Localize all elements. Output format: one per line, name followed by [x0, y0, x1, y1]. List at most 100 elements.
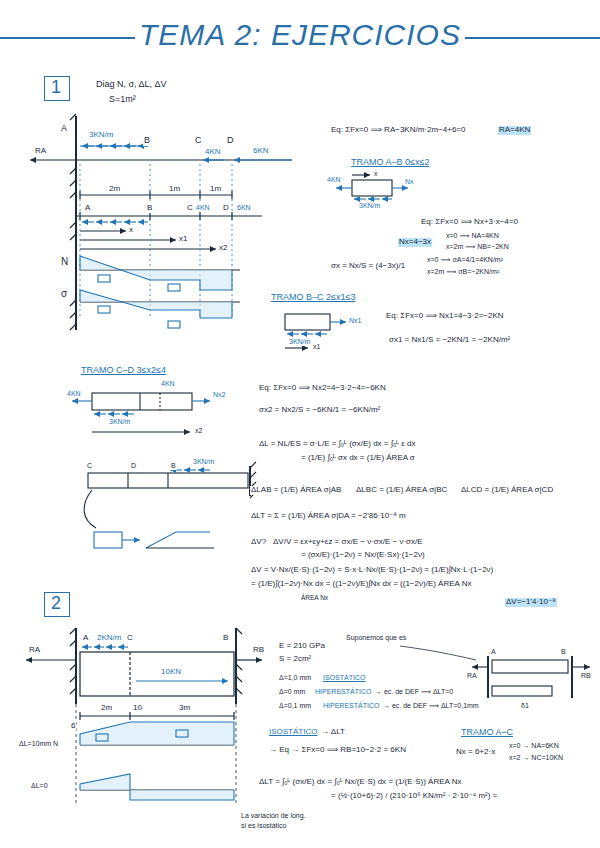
sketch-path [80, 722, 234, 745]
sketch-path [184, 469, 196, 470]
sketch-line [462, 37, 600, 39]
note-text: σx2 = Nx2/S = −6KN/1 = −6KN/m² [258, 406, 381, 415]
note-text: x [128, 226, 134, 235]
sketch-path [76, 212, 262, 220]
note-text: 2m [100, 704, 113, 713]
sketch-path [80, 145, 148, 146]
sketch-g [26, 628, 262, 806]
note-text: C [86, 462, 93, 470]
note-text: C [126, 634, 134, 643]
note-text: 6KN [236, 204, 252, 212]
note-text: 4KN [204, 148, 222, 157]
note-text: 10KN [160, 668, 182, 677]
sketch-path [110, 221, 122, 222]
sketch-rect [492, 686, 552, 696]
note-text: Eq: ΣFx=0 ⟹ Nx2=4−3·2−4=−6KN [258, 384, 387, 393]
section-heading: ISOSTÁTICO [322, 674, 366, 682]
sketch-path [72, 400, 92, 401]
sketch-rect [176, 730, 188, 737]
sketch-path [80, 164, 232, 318]
section-number: 1 [51, 78, 61, 98]
sketch-line [139, 393, 140, 410]
note-text: Suponemos que es [345, 634, 407, 642]
sketch-g [72, 401, 210, 414]
sketch-path [70, 628, 76, 694]
note-text: 4KN [326, 176, 342, 184]
note-text: B [170, 462, 177, 470]
sketch-path [572, 666, 590, 667]
note-text: Eq: ΣFx=0 ⟹ Nx+3·x−4=0 [420, 218, 519, 227]
note-text: 6KN [252, 147, 270, 156]
sketch-path [80, 774, 234, 800]
sketch-path [96, 145, 108, 146]
note-text: = (1/E) ∫₀ᴸ σx dx = (1/E) ÁREA σ [300, 454, 416, 463]
highlighted-result: RA=4KN [498, 126, 531, 135]
sketch-path [96, 221, 108, 222]
note-text: Nx1 [348, 317, 362, 325]
sketch-path [368, 198, 380, 199]
note-text: B [143, 136, 151, 146]
note-text: B [222, 634, 229, 643]
sketch-path [198, 469, 210, 470]
note-text: x [373, 170, 379, 178]
sketch-path [92, 431, 190, 432]
note-text: Eq: ΣFx=0 ⟹ RA−3KN/m·2m−4+6=0 [330, 126, 466, 135]
note-text: RA [466, 672, 478, 680]
sketch-path [94, 646, 104, 647]
sketch-line [235, 628, 237, 704]
sketch-path [285, 347, 308, 348]
note-text: A [490, 648, 497, 656]
note-text: Nx = 6+2·x [455, 748, 496, 757]
note-text: Eq: ΣFx=0 ⟹ Nx1=4−3·2=−2KN [385, 312, 505, 321]
sketch-path [26, 659, 76, 660]
sketch-path [118, 646, 128, 647]
note-text: N [60, 256, 69, 267]
sketch-rect [94, 532, 122, 548]
note-text: ΔV/V = εx+εy+εz = σx/E − ν·σx/E − ν·σx/E [272, 538, 424, 547]
note-text: ΔV = V·Nx/(E·S)·(1−2ν) = S·x·L·Nx/(E·S)·… [250, 566, 494, 575]
section-heading: TRAMO A–B 0≤x≤2 [350, 158, 430, 168]
section-number-box: 2 [44, 592, 70, 617]
note-text: 1m [209, 185, 222, 194]
note-text: x=2m ⟹ NB=−2KN [445, 243, 510, 251]
sketch-path [80, 239, 176, 240]
note-text: A [84, 204, 91, 213]
note-text: 3KN/m [358, 202, 381, 210]
note-text: x=0 → NA=6KN [508, 742, 560, 750]
note-text: B [146, 204, 153, 213]
sketch-g [80, 647, 234, 800]
note-text: RB [580, 672, 592, 680]
sketch-path [110, 145, 122, 146]
sketch-g [352, 175, 392, 196]
sketch-path [354, 198, 366, 199]
sketch-g [285, 314, 330, 348]
note-text: = (½·(10+6)·2) / (210·10⁶ KN/m² · 2·10⁻⁴… [330, 792, 498, 801]
note-text: 4KN [195, 204, 211, 212]
sketch-path [382, 198, 392, 199]
note-text: ΔV? [250, 538, 267, 547]
note-text: HIPERESTÁTICO [314, 688, 372, 696]
sketch-path [82, 145, 94, 146]
sketch-path [330, 321, 346, 322]
sketch-rect [80, 652, 234, 696]
note-text: Δ=0,1 mm [278, 702, 312, 710]
note-text: ÁREA Nx [300, 594, 329, 601]
note-text: → ec. de DEF ⟹ ΔLT=0,1mm [382, 702, 480, 710]
note-text: → ΔLT [320, 728, 346, 737]
sketch-path [392, 187, 408, 188]
sketch-path [124, 221, 136, 222]
sketch-rect [352, 180, 392, 196]
sketch-rect [285, 314, 330, 330]
note-text: σx1 = Nx1/S = −2KN/1 = −2KN/m² [388, 336, 511, 345]
note-text: δ1 [520, 702, 530, 710]
note-text: σx = Nx/S = (4−3x)/1 [330, 262, 406, 271]
sketch-rect [168, 284, 180, 291]
note-text: ΔL=10mm N [18, 740, 59, 748]
sketch-path [108, 413, 120, 414]
sketch-path [106, 646, 116, 647]
sketch-g [30, 114, 292, 330]
note-text: B [560, 648, 567, 656]
note-text: HIPERESTÁTICO [322, 702, 380, 710]
sketch-line [76, 159, 292, 160]
sketch-path [287, 333, 299, 334]
